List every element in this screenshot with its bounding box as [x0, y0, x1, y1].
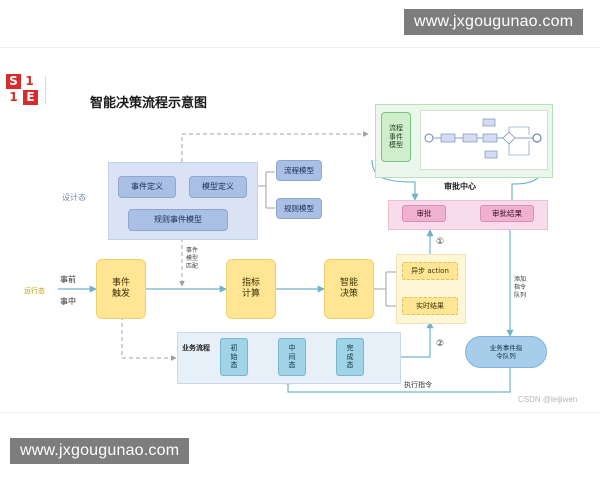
middle-state-line: 中: [288, 343, 296, 352]
approval-center-title: 审批中心: [444, 182, 476, 191]
rule-model-box: 规则模型: [276, 198, 322, 219]
logo-char: S: [6, 74, 21, 89]
decision-line: 决策: [339, 289, 358, 299]
watermark-top: www.jxgougunao.com: [404, 9, 584, 35]
match-note: 事件 模型 匹配: [186, 247, 198, 271]
initial-state-line: 始: [230, 352, 238, 361]
done-state-line: 成: [346, 352, 354, 361]
logo-divider: [45, 76, 46, 104]
match-note-line: 事件: [186, 247, 199, 254]
input-before: 事前: [60, 275, 76, 284]
compute-line: 指标: [241, 277, 260, 288]
page-title: 智能决策流程示意图: [90, 96, 208, 111]
decision-box: 智能 决策: [324, 259, 374, 319]
watermark-bottom: www.jxgougunao.com: [10, 438, 190, 464]
approve-box: 审批: [402, 205, 446, 222]
flow-event-model-line: 模型: [389, 141, 403, 150]
marker-two: ②: [436, 339, 445, 349]
flow-event-model-line: 流程: [389, 123, 403, 132]
match-note-line: 匹配: [186, 263, 199, 270]
initial-state-line: 初: [230, 343, 238, 352]
done-state-line: 态: [346, 361, 354, 370]
model-def-box: 模型定义: [189, 176, 247, 198]
compute-box: 指标 计算: [226, 259, 276, 319]
arrow: [371, 159, 419, 201]
done-state-box: 完 成 态: [336, 338, 364, 376]
marker-one: ①: [436, 237, 445, 247]
initial-state-line: 态: [230, 361, 238, 370]
realtime-result-box: 实时结果: [402, 297, 458, 315]
bpmn-flow-icon: [424, 118, 542, 159]
flow-model-box: 流程模型: [276, 160, 322, 181]
logo-char: E: [23, 90, 38, 105]
trigger-box: 事件 触发: [96, 259, 146, 319]
exec-cmd-label: 执行指令: [404, 381, 432, 389]
trigger-line: 事件: [111, 277, 130, 288]
queue-line: 业务事件指: [489, 343, 523, 352]
middle-state-line: 间: [288, 352, 296, 361]
biz-event-queue: 业务事件指 令队列: [465, 336, 547, 368]
initial-state-box: 初 始 态: [220, 338, 248, 376]
queue-line: 令队列: [496, 352, 516, 360]
add-cmd-note: 添加 指令 队列: [514, 276, 526, 300]
compute-line: 计算: [241, 289, 260, 299]
add-cmd-line: 队列: [514, 292, 527, 299]
bpmn-mini-diagram: [420, 110, 548, 170]
credit: CSDN @leijiwen: [518, 395, 578, 404]
logo-char: 1: [9, 90, 18, 104]
approve-result-box: 审批结果: [480, 205, 534, 222]
middle-state-line: 态: [288, 361, 296, 370]
arrow: [284, 368, 511, 393]
arrow: [400, 321, 434, 358]
done-state-line: 完: [346, 343, 354, 352]
middle-state-box: 中 间 态: [278, 338, 306, 376]
design-label: 设计态: [62, 193, 86, 202]
logo-char: 1: [25, 74, 34, 88]
logo: S 1 1 E: [6, 74, 40, 105]
decision-line: 智能: [339, 277, 358, 288]
biz-flow-title: 业务流程: [182, 344, 210, 352]
event-def-box: 事件定义: [118, 176, 176, 198]
rule-event-model-box: 规则事件模型: [128, 209, 228, 231]
flow-event-model-line: 事件: [389, 132, 403, 141]
async-action-box: 异步 action: [402, 262, 458, 280]
trigger-line: 触发: [111, 289, 130, 299]
input-during: 事中: [60, 297, 76, 306]
diagram-frame: [0, 47, 600, 413]
flow-event-model-box: 流程 事件 模型: [381, 112, 411, 162]
match-note-line: 模型: [186, 255, 199, 262]
add-cmd-line: 添加: [514, 276, 527, 283]
add-cmd-line: 指令: [514, 284, 527, 291]
runtime-label: 运行态: [24, 287, 45, 295]
